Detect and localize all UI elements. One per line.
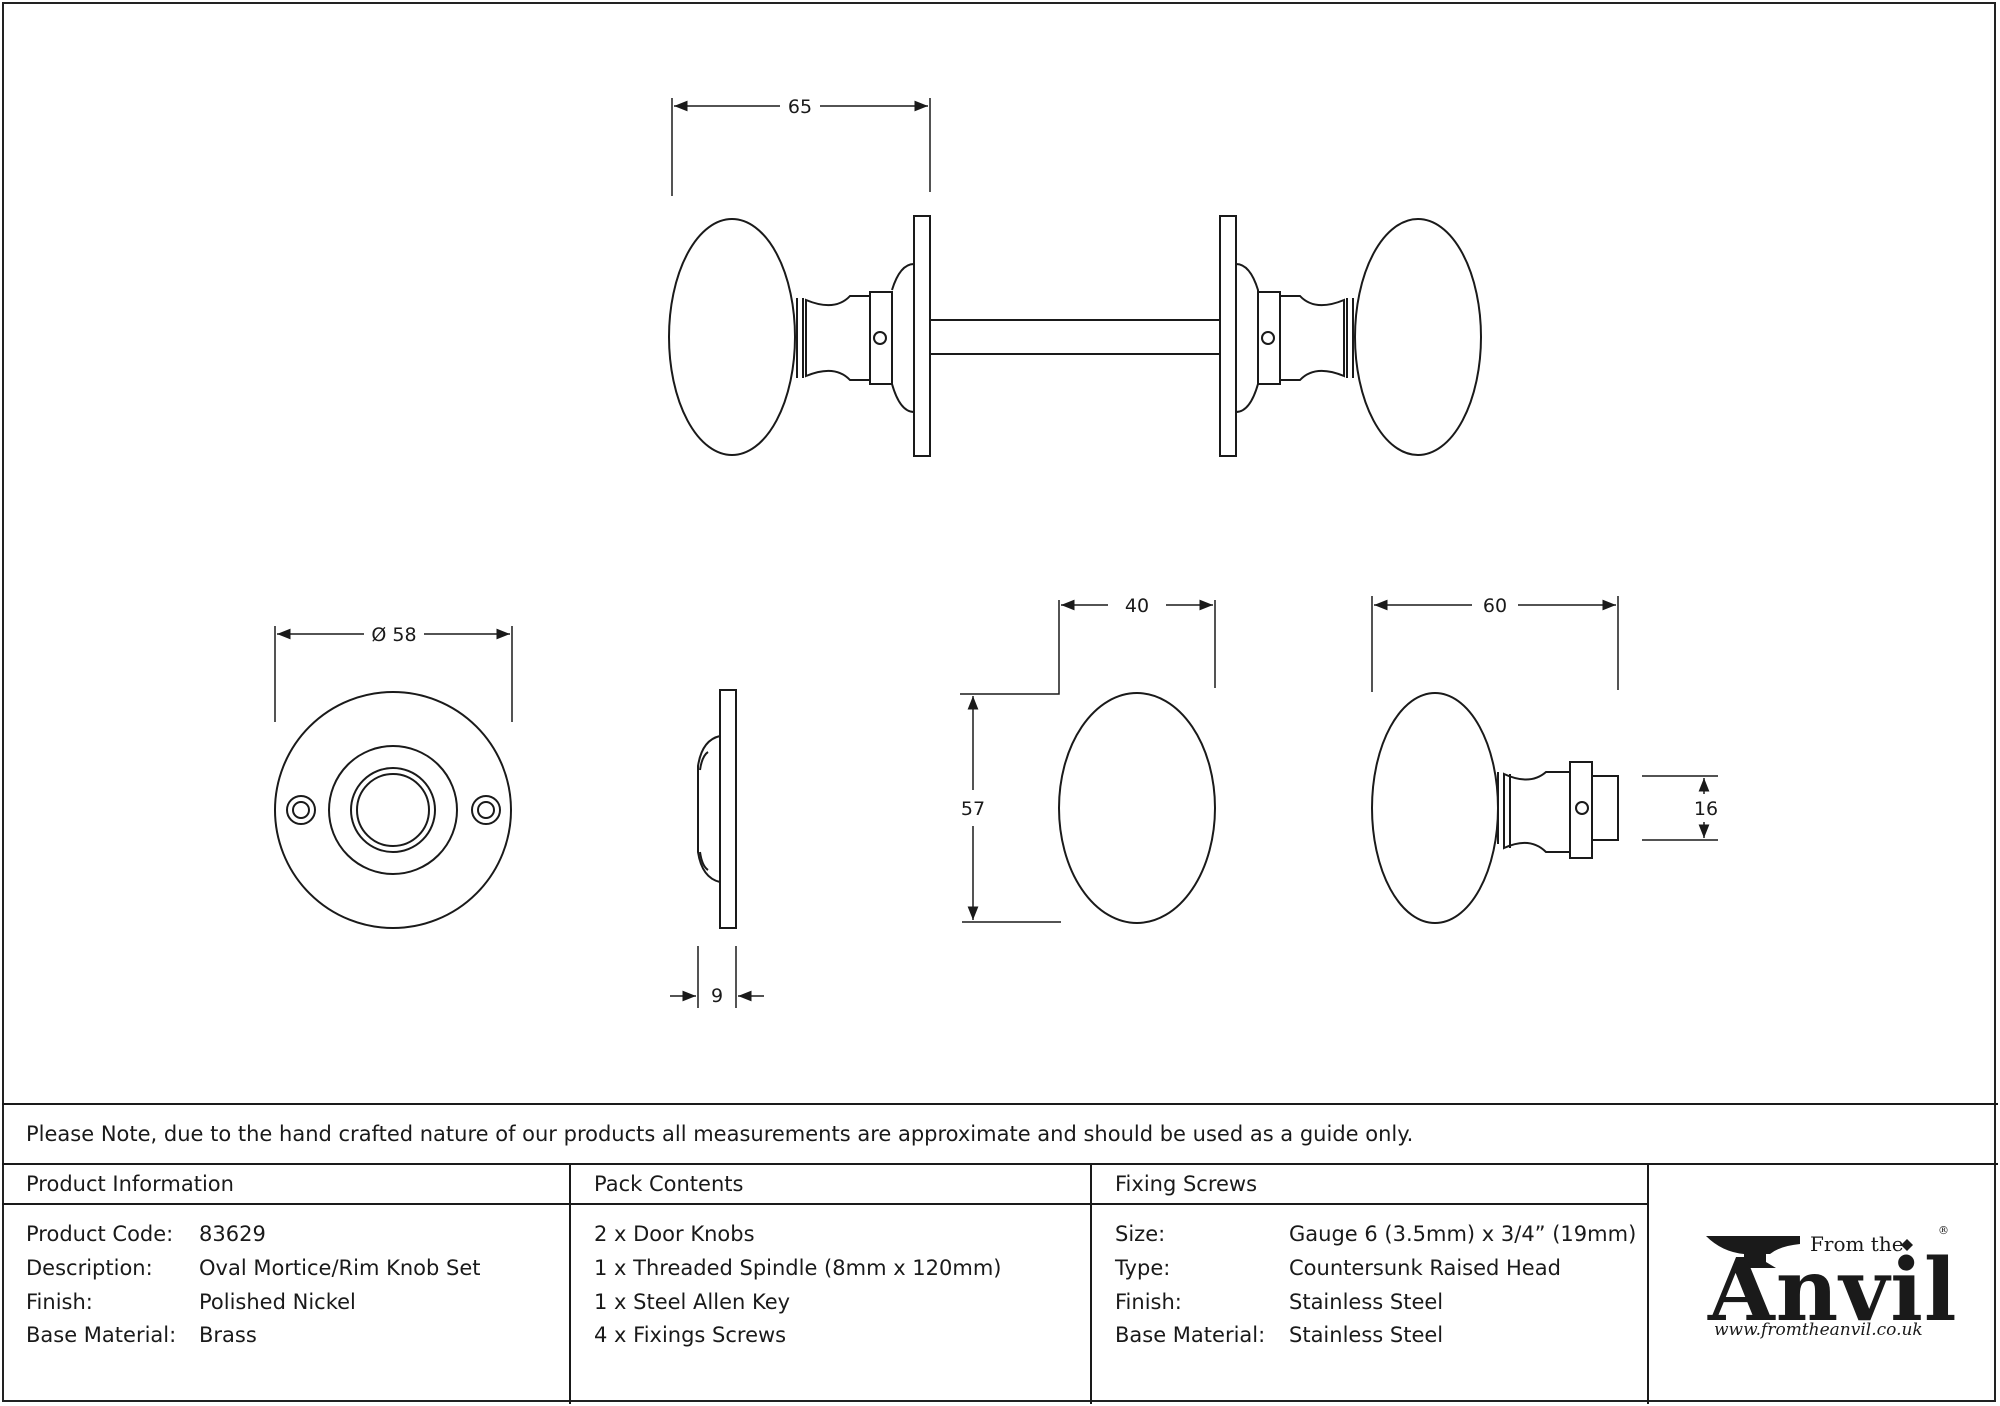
anvil-icon xyxy=(1706,1236,1800,1268)
product-code-label: Product Code: xyxy=(26,1222,174,1246)
from-the-anvil-logo: From the ® Anvil www.fromtheanvil.co.uk xyxy=(1700,1224,1957,1346)
pack-item: 4 x Fixings Screws xyxy=(594,1323,787,1347)
right-rose-dome xyxy=(1235,263,1259,413)
screw-finish-label: Finish: xyxy=(1115,1290,1182,1314)
knob-front xyxy=(1058,692,1216,924)
info-table-grid xyxy=(2,1103,1998,1404)
spindle xyxy=(929,319,1221,355)
left-knob-neck xyxy=(796,295,871,381)
pack-item: 1 x Steel Allen Key xyxy=(594,1290,791,1314)
screw-type-value: Countersunk Raised Head xyxy=(1289,1256,1561,1280)
knob-side-view: 60 16 xyxy=(1371,595,1718,924)
screw-type-label: Type: xyxy=(1115,1256,1171,1280)
dim-knob-height: 57 xyxy=(961,798,985,820)
left-grub-screw xyxy=(873,331,887,345)
product-code-value: 83629 xyxy=(199,1222,266,1246)
description-value: Oval Mortice/Rim Knob Set xyxy=(199,1256,481,1280)
logo-from-the: From the xyxy=(1810,1232,1904,1256)
knob-side xyxy=(1371,692,1499,924)
left-rose-dome xyxy=(891,262,915,414)
screw-size-label: Size: xyxy=(1115,1222,1166,1246)
screw-size-value: Gauge 6 (3.5mm) x 3/4” (19mm) xyxy=(1289,1222,1637,1246)
pack-item: 1 x Threaded Spindle (8mm x 120mm) xyxy=(594,1256,1002,1280)
disclaimer-note: Please Note, due to the hand crafted nat… xyxy=(26,1122,1414,1146)
dim-rose-diameter: Ø 58 xyxy=(371,624,416,646)
finish-value: Polished Nickel xyxy=(199,1290,356,1314)
registered-mark: ® xyxy=(1938,1224,1949,1237)
product-info-heading: Product Information xyxy=(26,1172,234,1196)
description-label: Description: xyxy=(26,1256,153,1280)
knob-front-view: 40 57 xyxy=(960,595,1216,924)
dim-knob-depth: 60 xyxy=(1483,595,1507,617)
screw-hole-left xyxy=(286,795,316,825)
left-collar xyxy=(869,291,893,385)
dim-knob-width: 40 xyxy=(1125,595,1149,617)
screw-hole-right xyxy=(471,795,501,825)
logo-url: www.fromtheanvil.co.uk xyxy=(1714,1320,1923,1340)
left-knob xyxy=(668,218,796,456)
right-grub-screw xyxy=(1261,331,1275,345)
screw-finish-value: Stainless Steel xyxy=(1289,1290,1444,1314)
base-material-label: Base Material: xyxy=(26,1323,177,1347)
right-knob xyxy=(1354,218,1482,456)
finish-label: Finish: xyxy=(26,1290,93,1314)
rose-front-view: Ø 58 xyxy=(274,624,513,929)
diamond-icon xyxy=(1901,1239,1913,1251)
rose-side-view: 9 xyxy=(670,689,764,1008)
screw-material-label: Base Material: xyxy=(1115,1323,1266,1347)
left-rose-plate xyxy=(913,215,931,457)
right-knob-neck xyxy=(1279,295,1345,381)
dim-rose-depth: 9 xyxy=(711,985,723,1007)
rose-outer xyxy=(274,691,512,929)
right-rose-plate xyxy=(1219,215,1237,457)
pack-contents-heading: Pack Contents xyxy=(594,1172,744,1196)
base-material-value: Brass xyxy=(199,1323,257,1347)
dim-spindle-hole: 16 xyxy=(1694,798,1718,820)
assembly-side-view: 65 xyxy=(668,96,1482,457)
dim-knob-projection: 65 xyxy=(788,96,812,118)
pack-item: 2 x Door Knobs xyxy=(594,1222,755,1246)
logo-brand: Anvil xyxy=(1708,1240,1958,1341)
screw-material-value: Stainless Steel xyxy=(1289,1323,1444,1347)
fixing-screws-heading: Fixing Screws xyxy=(1115,1172,1258,1196)
